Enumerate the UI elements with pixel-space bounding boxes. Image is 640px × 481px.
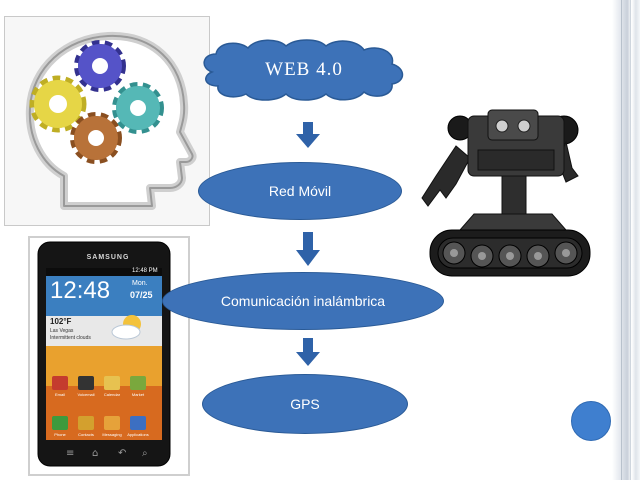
phone-status-time: 12:48 PM [132, 268, 158, 274]
phone-brand: SAMSUNG [86, 254, 130, 261]
phone-app-label: Phone [54, 432, 66, 437]
flow-arrow [296, 122, 320, 148]
node-label-web40: WEB 4.0 [265, 59, 343, 80]
phone-temperature: 102°F [50, 317, 72, 326]
smartphone-icon: ≡ ⌂ ↶ ⌕ [28, 236, 190, 476]
phone-clock: 12:48 [50, 277, 111, 304]
flow-arrow [296, 338, 320, 366]
phone-date-day: Mon. [132, 280, 148, 287]
phone-app-label: Calendar [103, 392, 121, 397]
phone-app-label: Market [131, 392, 145, 397]
node-label-comunicacion: Comunicación inalámbrica [220, 293, 386, 309]
robot-image [416, 106, 598, 290]
slide-right-border [612, 0, 640, 480]
phone-app-label: Applications [127, 432, 149, 437]
head-gears-image [4, 16, 210, 226]
phone-date-num: 07/25 [130, 290, 153, 300]
node-label-gps: GPS [290, 396, 320, 412]
svg-text:⌂: ⌂ [92, 448, 98, 459]
svg-text:≡: ≡ [66, 448, 74, 459]
diagram-node-gps: GPS [202, 374, 408, 434]
border-line [621, 0, 622, 480]
phone-weather-desc: Intermittent clouds [50, 335, 91, 341]
node-label-red-movil: Red Móvil [268, 183, 332, 199]
head-gears-icon [4, 16, 210, 226]
phone-location: Las Vegas [50, 328, 74, 334]
border-line [630, 0, 631, 480]
svg-text:↶: ↶ [118, 448, 126, 459]
robot-icon [421, 109, 591, 277]
diagram-node-comunicacion: Comunicación inalámbrica [162, 272, 444, 330]
phone-app-label: Messaging [102, 432, 122, 437]
smartphone-image: ≡ ⌂ ↶ ⌕ SAMSUNG 12:48 PM 12:48 Mon. 07/2… [28, 236, 190, 476]
flow-arrow [296, 232, 320, 266]
phone-app-label: Email [54, 392, 65, 397]
diagram-node-web40 [203, 39, 404, 101]
svg-text:⌕: ⌕ [142, 448, 148, 459]
phone-app-label: Voicemail [77, 392, 95, 397]
phone-app-label: Contacts [78, 432, 94, 437]
slide-accent-dot [571, 401, 611, 441]
diagram-node-red-movil: Red Móvil [198, 162, 402, 220]
